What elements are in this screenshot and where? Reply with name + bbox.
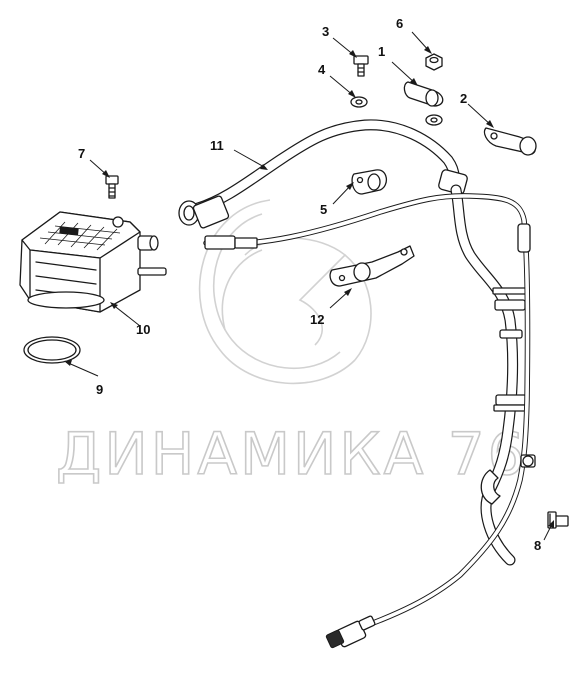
o-ring-9 <box>23 336 81 364</box>
callout-7: 7 <box>78 146 85 161</box>
watermark-text: ДИНАМИКА 76 <box>56 420 528 488</box>
filter-housing-10 <box>19 211 167 313</box>
callout-11: 11 <box>210 138 224 153</box>
callout-3: 3 <box>322 24 329 39</box>
callout-4: 4 <box>318 62 326 77</box>
callout-1: 1 <box>378 44 385 59</box>
callout-2: 2 <box>460 91 467 106</box>
clamp-1 <box>403 81 444 107</box>
washer-small <box>425 114 443 126</box>
clamp-2 <box>483 127 537 156</box>
nut-6 <box>425 53 443 71</box>
callout-9: 9 <box>96 382 103 397</box>
bolt-3 <box>353 55 369 77</box>
callout-10: 10 <box>136 322 150 337</box>
bolt-7 <box>105 175 119 199</box>
clip-5 <box>351 169 387 195</box>
washer-4 <box>350 96 368 108</box>
leaders <box>64 31 554 541</box>
bracket-12 <box>329 245 415 287</box>
callout-5: 5 <box>320 202 327 217</box>
callout-labels: 1 2 3 4 5 6 7 8 9 10 11 12 <box>78 16 541 553</box>
callout-12: 12 <box>310 312 324 327</box>
filter-grid <box>39 221 121 251</box>
bottom-connector <box>325 615 376 649</box>
callout-6: 6 <box>396 16 403 31</box>
hose-assembly <box>178 119 536 649</box>
sensor-tube <box>203 193 536 649</box>
callout-8: 8 <box>534 538 541 553</box>
lower-elbow <box>480 469 501 505</box>
